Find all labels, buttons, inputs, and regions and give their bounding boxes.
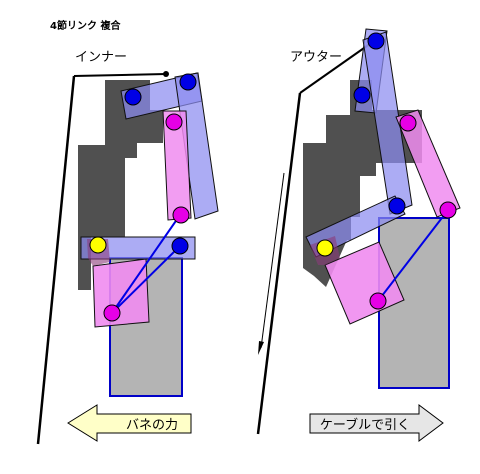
inner-pointer-line	[36, 75, 76, 445]
inner-pointer-dot	[163, 71, 169, 77]
diagram-title: 4節リンク 複合	[50, 21, 121, 32]
inner-joint-magenta-1	[165, 113, 183, 131]
outer-joint-magenta-3	[369, 292, 387, 310]
outer-joint-magenta-1	[399, 114, 417, 132]
outer-pointer-line-top	[299, 40, 375, 94]
motion-arrow-shaft	[260, 172, 285, 349]
inner-joint-blue-3	[171, 237, 189, 255]
outer-pointer-line	[256, 92, 302, 435]
outer-link-pink	[395, 109, 461, 218]
outer-joint-magenta-2	[439, 201, 457, 219]
outer-line-a	[377, 209, 449, 302]
inner-line-a	[111, 214, 181, 314]
spring-force-label: バネの力	[126, 418, 178, 433]
outer-joint-yellow	[316, 239, 334, 257]
inner-joint-magenta-3	[103, 304, 121, 322]
inner-label: インナー	[75, 50, 128, 65]
inner-joint-yellow	[89, 236, 107, 254]
outer-joint-blue-3	[388, 197, 406, 215]
cable-pull-arrow	[309, 404, 444, 442]
inner-pink-square	[92, 258, 150, 328]
inner-joint-blue-1	[124, 88, 142, 106]
outer-joint-blue-1	[367, 32, 385, 50]
inner-link-bottom	[80, 236, 196, 260]
outer-label: アウター	[290, 50, 343, 65]
spring-force-arrow	[67, 404, 192, 442]
motion-arrow-head	[258, 341, 264, 355]
inner-link-pink	[162, 110, 192, 221]
inner-pointer-line-top	[73, 73, 167, 77]
outer-joint-blue-2	[353, 86, 371, 104]
inner-joint-magenta-2	[172, 206, 190, 224]
inner-joint-blue-2	[179, 73, 197, 91]
cable-pull-label: ケーブルで引く	[320, 417, 410, 433]
inner-line-b	[111, 245, 181, 314]
inner-frame	[78, 80, 163, 290]
